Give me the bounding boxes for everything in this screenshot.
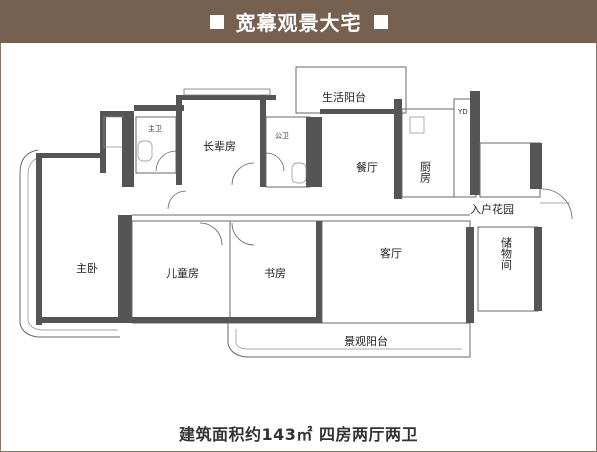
room-label-utility-balcony: 生活阳台 — [322, 90, 366, 104]
room-label-dining: 餐厅 — [356, 160, 378, 174]
bathtub-shape — [103, 116, 125, 148]
room-label-storage: 储物间 — [500, 236, 513, 271]
title-banner: 宽幕观景大宅 — [0, 0, 597, 43]
entrance-door — [541, 188, 573, 220]
square-bullet-icon — [209, 14, 224, 29]
room-label-master-bath: 主卫 — [148, 124, 162, 133]
footer-caption-text: 建筑面积约143㎡ 四房两厅两卫 — [179, 425, 418, 444]
study-door — [231, 222, 255, 246]
room-label-public-bath: 公卫 — [275, 132, 289, 140]
room-label-yd: YD — [457, 108, 468, 116]
toilet-shape — [137, 140, 153, 162]
master-bath-door — [155, 150, 177, 172]
room-label-elder-room: 长辈房 — [203, 139, 236, 153]
room-label-entrance-garden: 入户花园 — [470, 202, 514, 216]
view-balcony-outline — [227, 323, 471, 358]
square-bullet-icon — [373, 14, 388, 29]
room-label-living: 客厅 — [380, 246, 402, 260]
room-label-kids-room: 儿童房 — [166, 266, 199, 280]
master-balcony-edge — [19, 149, 120, 338]
elder-room-door — [231, 162, 255, 186]
room-label-kitchen-1: 厨房 — [419, 161, 432, 184]
floor-plan: 生活阳台 长辈房 主卫 公卫 餐厅 厨房 YD 入户花园 主卧 儿童房 书房 客… — [19, 66, 573, 358]
banner-title: 宽幕观景大宅 — [235, 11, 362, 35]
stove-shape — [409, 116, 425, 134]
room-label-master-bedroom: 主卧 — [76, 262, 98, 275]
room-label-study: 书房 — [264, 267, 286, 280]
utility-balcony-outline — [295, 66, 407, 114]
area-caption: 建筑面积约143㎡ 四房两厅两卫 — [0, 418, 597, 448]
room-label-view-balcony: 景观阳台 — [344, 334, 388, 348]
kids-room-door — [199, 222, 223, 246]
